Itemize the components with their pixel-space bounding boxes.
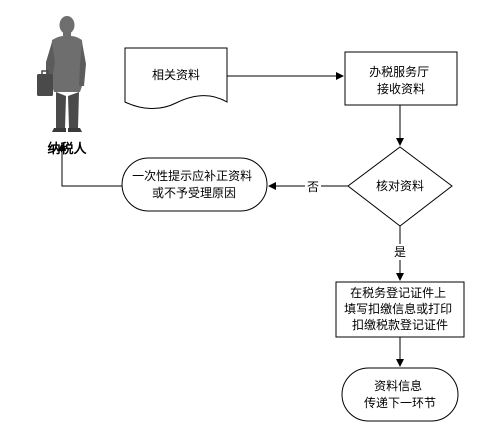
fill-certificate-node-text: 在税务登记证件上 填写扣缴信息或打印 扣缴税款登记证件 (344, 285, 456, 332)
edge-notify-to-taxpayer (58, 143, 122, 187)
hall-receive-node-text: 办税服务厅 接收资料 (369, 64, 433, 96)
businessman-silhouette-icon (37, 16, 86, 132)
hall-receive-node: 办税服务厅 接收资料 (344, 51, 458, 106)
pass-next-node: 资料信息 传递下一环节 (341, 367, 459, 422)
notify-supplement-node-text: 一次性提示应补正资料 或不予受理原因 (132, 168, 256, 200)
taxpayer-label: 纳税人 (47, 141, 87, 157)
documents-node-text: 相关资料 (152, 68, 200, 82)
edge-label-yes: 是 (394, 245, 406, 259)
check-decision-node-text: 核对资料 (376, 179, 424, 193)
notify-supplement-node: 一次性提示应补正资料 或不予受理原因 (121, 157, 268, 212)
edge-label-no: 否 (307, 180, 319, 194)
pass-next-node-text: 资料信息 传递下一环节 (364, 378, 436, 410)
check-decision-node: 核对资料 (347, 146, 453, 227)
documents-node: 相关资料 (124, 47, 228, 109)
fill-certificate-node: 在税务登记证件上 填写扣缴信息或打印 扣缴税款登记证件 (335, 281, 465, 338)
